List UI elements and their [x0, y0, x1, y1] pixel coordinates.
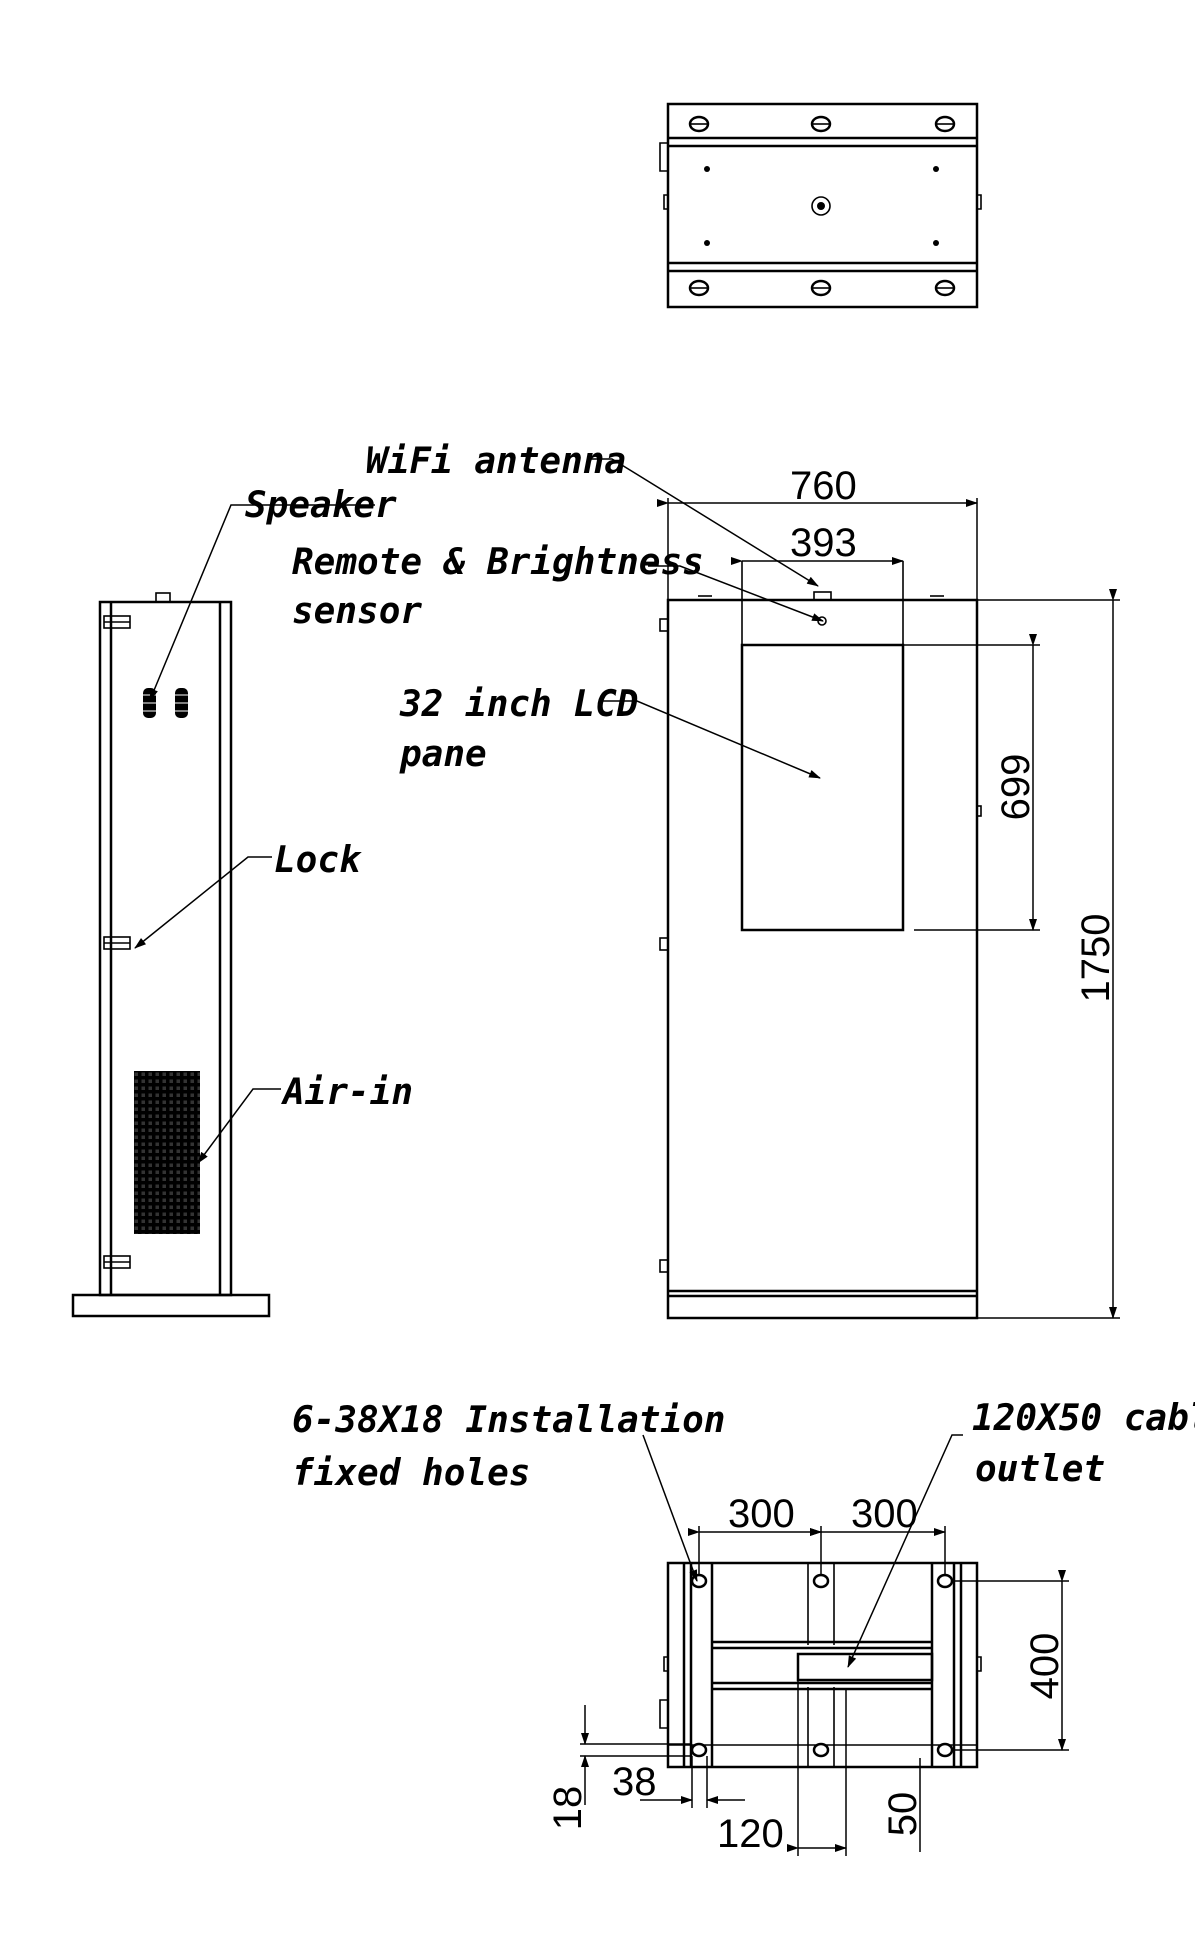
mounting-hole-icon	[688, 115, 956, 297]
speaker-icon	[143, 688, 188, 718]
top-view	[659, 102, 982, 309]
installation-holes-label-line1: 6-38X18 Installation	[292, 1400, 725, 1441]
speaker-label: Speaker	[245, 485, 397, 526]
lcd-label-line1: 32 inch LCD	[399, 684, 638, 725]
front-view	[659, 561, 982, 1320]
dim-hole-spacing-left: 300	[728, 1492, 795, 1536]
bottom-view	[659, 1561, 982, 1769]
wifi-antenna-label: WiFi antenna	[366, 441, 626, 482]
dim-screen-width: 393	[790, 521, 857, 565]
dim-hole-depth-spacing: 400	[1023, 1633, 1067, 1700]
air-vent-grill	[134, 1071, 200, 1234]
hinge-icon	[103, 615, 131, 1269]
remote-sensor-label-line1: Remote & Brightness	[292, 542, 704, 583]
cable-outlet-label-line2: outlet	[975, 1449, 1105, 1490]
lock-label: Lock	[274, 840, 362, 881]
dim-height-total: 1750	[1074, 914, 1118, 1003]
dim-hole-length: 38	[612, 1760, 657, 1804]
cable-outlet-label-line1: 120X50 cabl	[972, 1398, 1195, 1439]
dim-hole-width: 18	[546, 1786, 590, 1831]
dim-cable-width: 120	[717, 1812, 784, 1856]
air-in-label: Air-in	[281, 1072, 413, 1113]
dimension-values: 760 393 699 1750 300 300 400 38 18 120 5…	[546, 464, 1118, 1856]
dimension-lines	[580, 498, 1120, 1856]
installation-holes-label-line2: fixed holes	[292, 1453, 530, 1494]
dim-width-total: 760	[790, 464, 857, 508]
remote-sensor-label-line2: sensor	[292, 591, 422, 632]
side-view	[71, 592, 271, 1318]
lcd-screen	[740, 643, 905, 932]
leader-lines	[134, 458, 963, 1668]
annotation-labels: WiFi antenna Speaker Remote & Brightness…	[245, 441, 1195, 1494]
lcd-label-line2: pane	[399, 734, 487, 775]
installation-hole-icon	[690, 1573, 954, 1758]
dim-hole-spacing-right: 300	[851, 1492, 918, 1536]
cable-outlet	[796, 1652, 934, 1682]
dim-screen-height: 699	[994, 754, 1038, 821]
dim-cable-depth: 50	[881, 1792, 925, 1837]
